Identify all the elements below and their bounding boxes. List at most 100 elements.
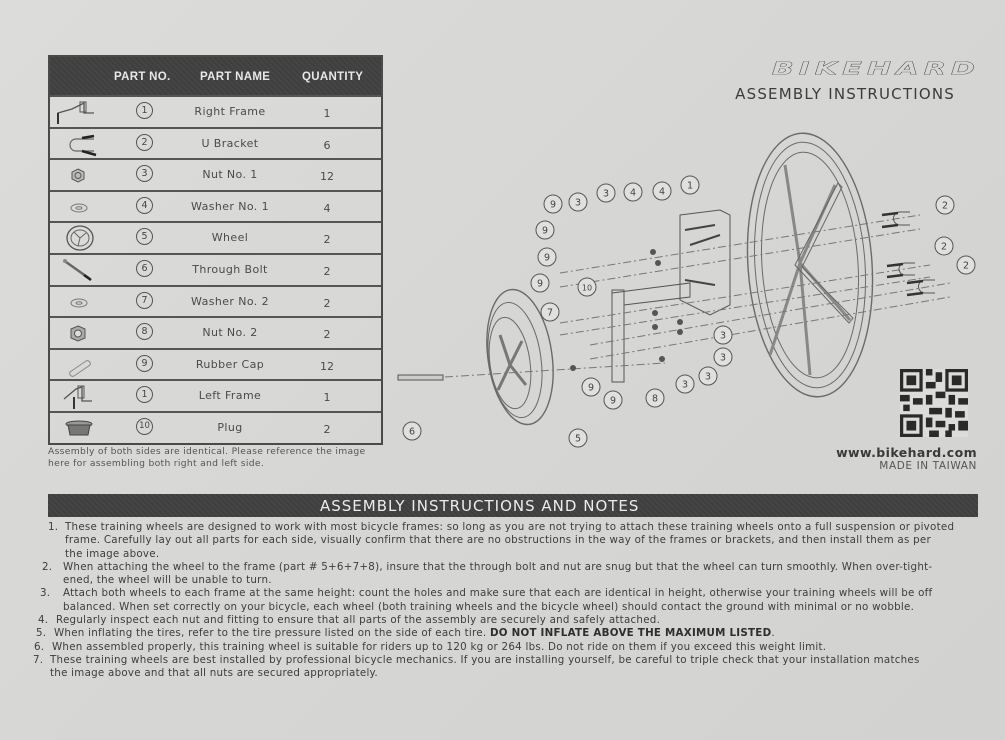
part-quantity: 2	[323, 328, 331, 342]
callout-2: 2	[935, 195, 955, 215]
part-quantity: 2	[323, 233, 331, 247]
parts-table: PART NO. PART NAME QUANTITY 1 Right Fram…	[48, 55, 383, 445]
part-number: 1	[136, 386, 153, 404]
svg-text:9: 9	[542, 226, 548, 237]
svg-text:2: 2	[942, 201, 948, 212]
svg-text:4: 4	[659, 187, 665, 198]
part-quantity: 12	[320, 359, 334, 373]
left-frame-icon	[63, 385, 92, 410]
nut-icon	[71, 168, 85, 183]
brand-logo: BIKEHARD	[771, 58, 980, 80]
svg-text:9: 9	[537, 279, 543, 290]
part-number: 8	[136, 323, 153, 341]
callout-9: 9	[535, 220, 555, 240]
table-row: 4 Washer No. 1 4	[50, 189, 381, 222]
svg-text:7: 7	[547, 308, 553, 319]
table-row: 6 Through Bolt 2	[50, 252, 381, 285]
callout-8: 8	[645, 388, 665, 408]
part-quantity: 1	[323, 391, 331, 405]
svg-text:2: 2	[941, 242, 947, 253]
washer-icon	[70, 203, 88, 213]
part-name: Plug	[217, 420, 243, 434]
table-row: 1 Right Frame 1	[50, 95, 381, 127]
svg-text:10: 10	[582, 284, 592, 293]
part-number: 7	[136, 291, 153, 309]
part-name: Through Bolt	[192, 262, 268, 276]
callout-3: 3	[596, 183, 616, 203]
svg-text:4: 4	[630, 188, 636, 199]
part-name: Rubber Cap	[195, 357, 265, 371]
part-number: 10	[136, 417, 153, 435]
svg-text:3: 3	[720, 331, 726, 342]
svg-text:3: 3	[603, 189, 609, 200]
callout-4: 4	[652, 181, 672, 201]
part-name: Right Frame	[194, 105, 266, 118]
part-number: 1	[136, 102, 153, 119]
exploded-assembly-diagram: 9 3 3 4 4 1 9 9 10 9 7 9 9 8 3 3 3 3 6 5…	[397, 132, 976, 448]
part-name: Left Frame	[198, 389, 262, 403]
qr-code[interactable]	[900, 368, 968, 438]
header-part-name: PART NAME	[200, 71, 271, 83]
table-row: 10 Plug 2	[50, 410, 381, 443]
notes-title: ASSEMBLY INSTRUCTIONS AND NOTES	[320, 497, 640, 515]
table-row: 1 Left Frame 1	[50, 379, 381, 411]
note-item: 4. Regularly inspect each nut and fittin…	[38, 614, 661, 627]
note-item: 5. When inflating the tires, refer to th…	[36, 627, 775, 640]
part-quantity: 1	[323, 107, 331, 120]
notes-list: 1. These training wheels are designed to…	[30, 521, 985, 681]
table-row: 2 U Bracket 6	[50, 126, 381, 159]
callout-9: 9	[603, 390, 623, 410]
wheel-icon	[66, 225, 94, 252]
part-number: 6	[136, 259, 153, 277]
part-name: Washer No. 1	[191, 199, 269, 213]
made-in-label: MADE IN TAIWAN	[879, 460, 977, 472]
header-quantity: QUANTITY	[302, 71, 364, 83]
washer-icon	[70, 298, 88, 308]
callout-5: 5	[568, 428, 588, 448]
callout-3: 3	[713, 325, 733, 345]
part-number: 4	[136, 196, 153, 214]
notes-section-header: ASSEMBLY INSTRUCTIONS AND NOTES	[48, 494, 978, 517]
svg-text:9: 9	[550, 200, 556, 211]
callout-3: 3	[675, 374, 695, 394]
website-link[interactable]: www.bikehard.com	[836, 445, 977, 460]
callout-1: 1	[680, 175, 700, 195]
part-name: Wheel	[211, 231, 249, 245]
callout-10: 10	[577, 277, 597, 297]
svg-text:6: 6	[409, 427, 415, 438]
through-bolt-icon	[63, 258, 92, 281]
svg-text:9: 9	[588, 383, 594, 394]
note-item: 7. These training wheels are best instal…	[33, 653, 920, 680]
table-row: 8 Nut No. 2 2	[50, 316, 381, 348]
part-name: Washer No. 2	[191, 294, 269, 308]
parts-table-note: Assembly of both sides are identical. Pl…	[48, 446, 366, 469]
inflation-warning: DO NOT INFLATE ABOVE THE MAXIMUM LISTED	[489, 627, 772, 640]
svg-text:9: 9	[544, 253, 550, 264]
part-quantity: 2	[323, 264, 331, 278]
note-item: 6. When assembled properly, this trainin…	[34, 640, 827, 653]
note-item: 3. Attach both wheels to each frame at t…	[40, 587, 933, 613]
part-number: 9	[136, 354, 153, 372]
callout-9: 9	[537, 247, 557, 267]
callout-9: 9	[543, 194, 563, 214]
plug-icon	[65, 420, 93, 436]
table-row: 5 Wheel 2	[50, 221, 381, 253]
callout-3: 3	[713, 347, 733, 367]
svg-text:9: 9	[610, 396, 616, 407]
svg-text:3: 3	[682, 380, 688, 391]
nut-icon	[70, 325, 86, 342]
header-part-no: PART NO.	[114, 71, 171, 83]
part-name: U Bracket	[201, 136, 259, 150]
callout-2: 2	[934, 236, 954, 256]
svg-text:8: 8	[652, 394, 658, 405]
part-quantity: 2	[323, 296, 331, 310]
right-frame-icon	[57, 101, 94, 124]
u-bracket-icon	[69, 134, 97, 156]
table-row: 9 Rubber Cap 12	[50, 347, 381, 380]
brand-subtitle: ASSEMBLY INSTRUCTIONS	[735, 85, 955, 103]
part-quantity: 12	[320, 170, 334, 184]
svg-text:1: 1	[687, 181, 693, 192]
table-row: 7 Washer No. 2 2	[50, 284, 381, 317]
note-item: 1. These training wheels are designed to…	[48, 521, 955, 560]
parts-table-header: PART NO. PART NAME QUANTITY	[50, 57, 381, 95]
